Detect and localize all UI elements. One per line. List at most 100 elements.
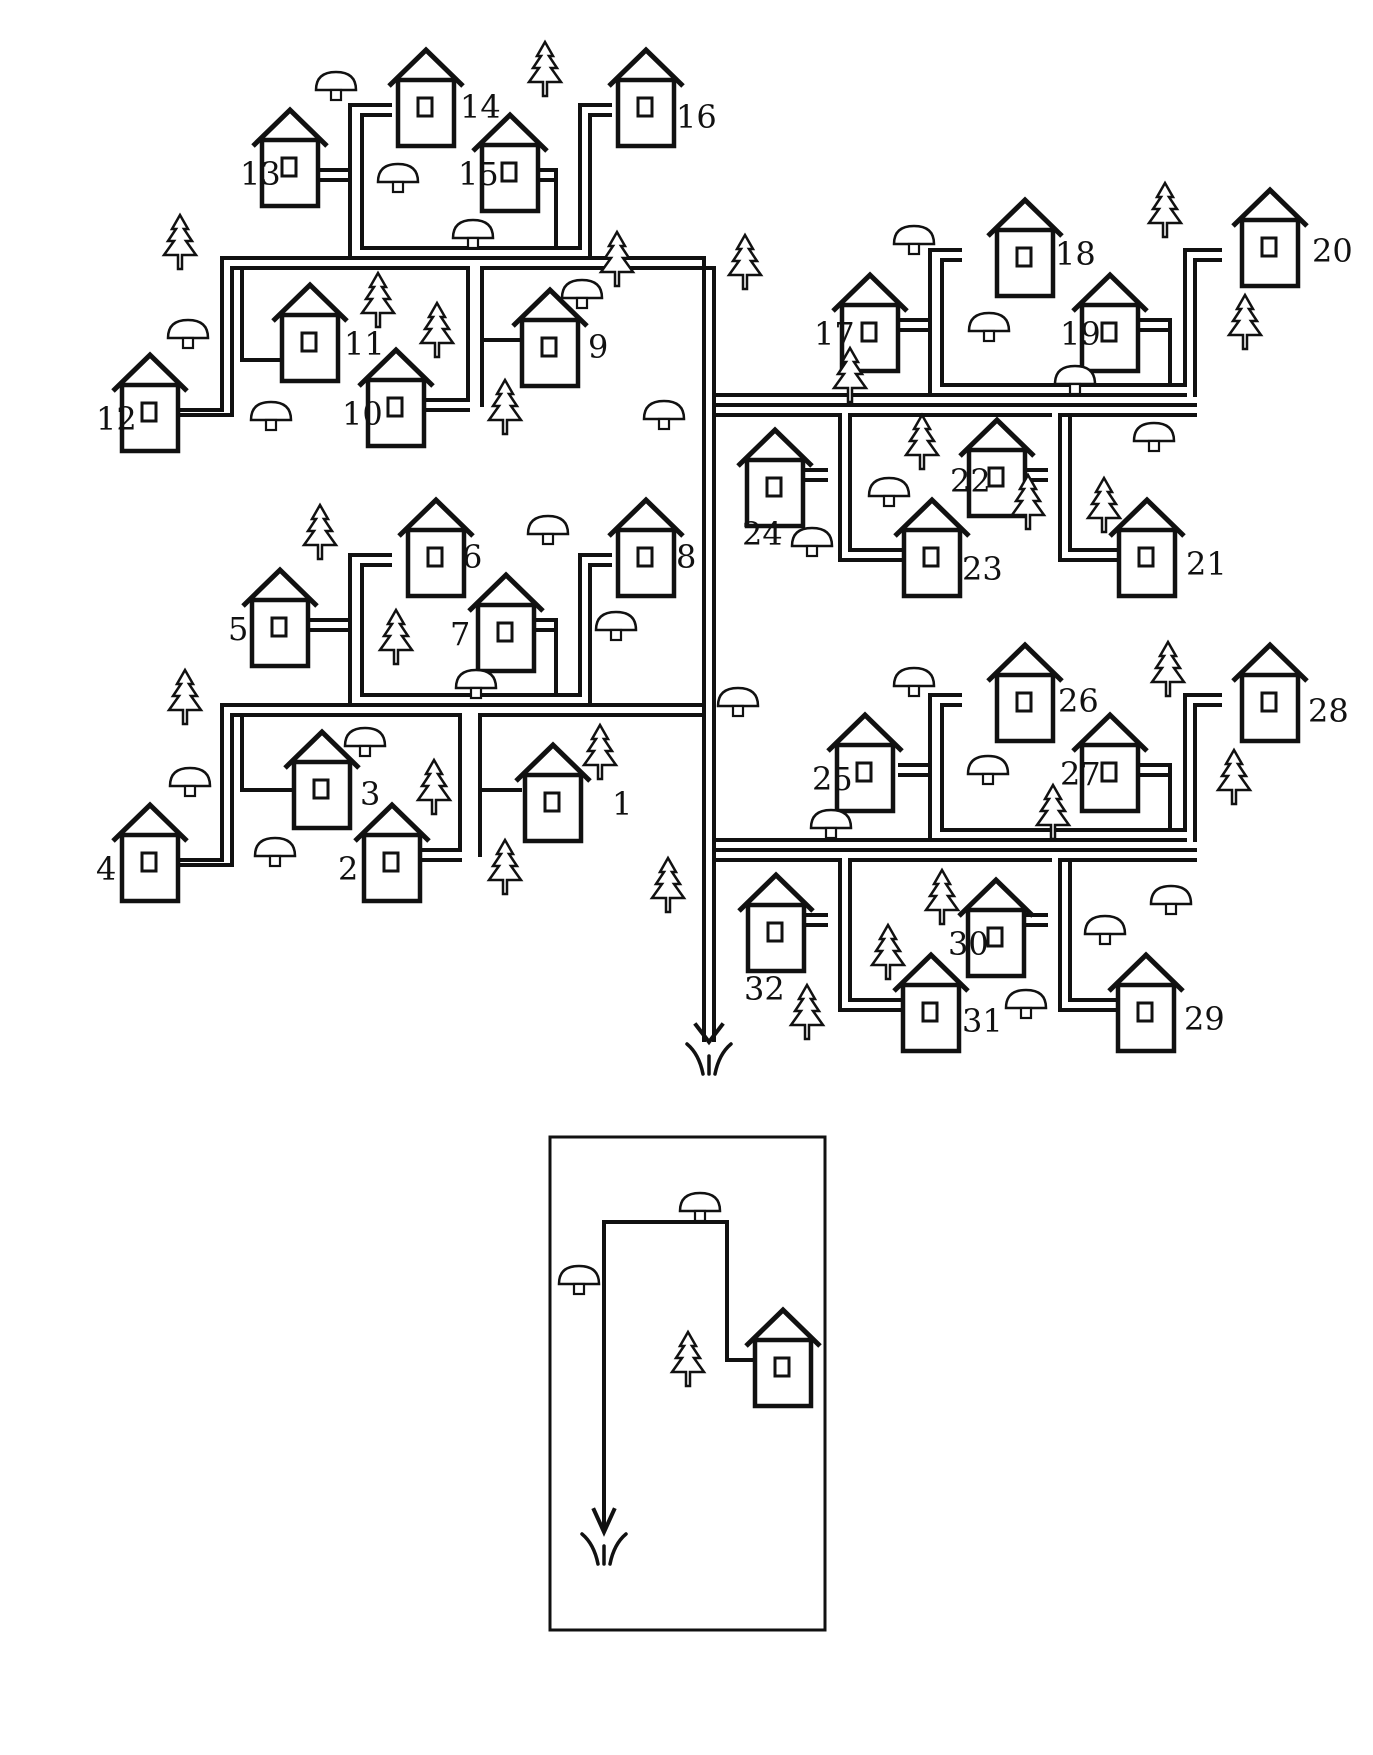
house-number-label: 28 <box>1308 692 1349 730</box>
house-icon <box>988 645 1062 741</box>
house-icon <box>1109 955 1183 1051</box>
tree-icon <box>167 668 203 726</box>
mushroom-icon <box>249 400 293 432</box>
house-icon <box>1110 500 1184 596</box>
house-number-label: 5 <box>228 610 248 648</box>
house-icon <box>389 50 463 146</box>
house-number-label: 11 <box>344 325 385 363</box>
grass-icon <box>580 1532 628 1566</box>
mushroom-icon <box>1004 988 1048 1020</box>
tree-icon <box>1227 293 1263 351</box>
house-icon <box>739 875 813 971</box>
mushroom-icon <box>867 476 911 508</box>
mushroom-icon <box>451 218 495 250</box>
house-number-label: 18 <box>1055 235 1096 273</box>
mushroom-icon <box>967 311 1011 343</box>
house-icon <box>273 285 347 381</box>
tree-icon <box>924 868 960 926</box>
house-number-label: 20 <box>1312 232 1353 270</box>
mushroom-icon <box>168 766 212 798</box>
house-icon <box>1233 645 1307 741</box>
house-number-label: 13 <box>240 155 281 193</box>
tree-icon <box>378 608 414 666</box>
house-icon <box>738 430 812 526</box>
mushroom-icon <box>892 666 936 698</box>
tree-icon <box>727 233 763 291</box>
tree-icon <box>419 301 455 359</box>
mushroom-icon <box>314 70 358 102</box>
grass-icon <box>685 1042 733 1076</box>
mushroom-icon <box>526 514 570 546</box>
tree-icon <box>789 983 825 1041</box>
house-icon <box>1233 190 1307 286</box>
tree-icon <box>487 838 523 896</box>
tree-icon <box>527 40 563 98</box>
mushroom-icon <box>376 162 420 194</box>
tree-icon <box>1216 748 1252 806</box>
tree-icon <box>870 923 906 981</box>
mushroom-icon <box>1053 364 1097 396</box>
house-number-label: 17 <box>814 315 855 353</box>
house-icon <box>894 955 968 1051</box>
house-number-label: 7 <box>450 615 470 653</box>
house-number-label: 4 <box>96 850 116 888</box>
answer-frame <box>548 1135 827 1632</box>
house-number-label: 23 <box>962 550 1003 588</box>
mushroom-icon <box>716 686 760 718</box>
house-number-label: 24 <box>742 515 783 553</box>
tree-icon <box>1086 476 1122 534</box>
tree-icon <box>360 271 396 329</box>
mushroom-icon <box>1132 421 1176 453</box>
house-number-label: 26 <box>1058 682 1099 720</box>
house-number-label: 2 <box>338 850 358 888</box>
house-number-label: 30 <box>948 925 989 963</box>
mushroom-icon <box>560 278 604 310</box>
house-icon <box>355 805 429 901</box>
house-number-label: 16 <box>676 98 717 136</box>
tree-icon <box>1150 640 1186 698</box>
mushroom-icon <box>557 1264 601 1296</box>
house-number-label: 25 <box>812 760 853 798</box>
house-numbers-layer: 1234567891011121314151617181920212223242… <box>96 88 1353 1040</box>
house-number-label: 31 <box>962 1002 1003 1040</box>
mushroom-icon <box>594 610 638 642</box>
tree-icon <box>487 378 523 436</box>
mushroom-icon <box>678 1191 722 1223</box>
house-icon <box>516 745 590 841</box>
house-icon <box>469 575 543 671</box>
mushroom-icon <box>809 808 853 840</box>
house-number-label: 19 <box>1060 315 1101 353</box>
house-icon <box>988 200 1062 296</box>
road-network <box>178 103 1222 1046</box>
house-number-label: 9 <box>588 328 608 366</box>
mushroom-icon <box>253 836 297 868</box>
mushroom-icon <box>642 399 686 431</box>
mushroom-icon <box>790 526 834 558</box>
tree-icon <box>650 856 686 914</box>
answer-road <box>591 1220 754 1537</box>
house-number-label: 1 <box>612 785 632 823</box>
mushroom-icon <box>1149 884 1193 916</box>
tree-icon <box>670 1330 706 1388</box>
house-number-label: 15 <box>458 155 499 193</box>
house-number-label: 22 <box>950 462 991 500</box>
mushroom-icon <box>1083 914 1127 946</box>
house-icon <box>895 500 969 596</box>
house-number-label: 8 <box>676 538 696 576</box>
house-number-label: 14 <box>460 88 501 126</box>
tree-icon <box>904 413 940 471</box>
house-number-label: 12 <box>96 400 137 438</box>
house-number-label: 3 <box>360 775 380 813</box>
house-icon <box>113 805 187 901</box>
house-number-label: 6 <box>462 538 482 576</box>
mushroom-icon <box>166 318 210 350</box>
tree-icon <box>599 230 635 288</box>
tree-icon <box>302 503 338 561</box>
house-number-label: 27 <box>1060 755 1101 793</box>
mushroom-icon <box>343 726 387 758</box>
house-icon <box>746 1310 820 1406</box>
house-icon <box>609 50 683 146</box>
house-number-label: 32 <box>744 970 785 1008</box>
tree-icon <box>416 758 452 816</box>
